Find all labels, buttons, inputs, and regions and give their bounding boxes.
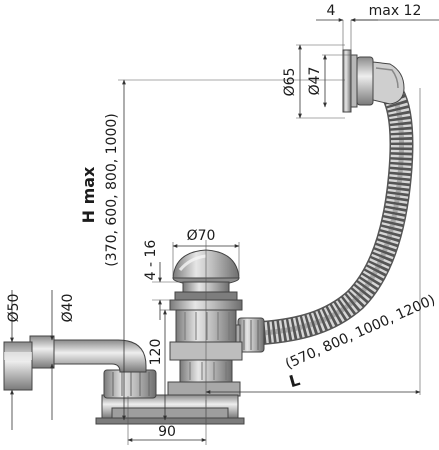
dia-50-label: Ø50 xyxy=(6,294,22,323)
h-max-title: H max xyxy=(79,166,98,223)
height-120-label: 120 xyxy=(148,339,164,366)
l-title: L xyxy=(287,370,302,391)
dia-65-label: Ø65 xyxy=(282,68,298,97)
overflow-head xyxy=(342,49,405,113)
dia-70-label: Ø70 xyxy=(187,228,216,244)
offset-4-label: 4 xyxy=(327,3,336,19)
dia-40-label: Ø40 xyxy=(60,294,76,323)
width-90-label: 90 xyxy=(158,424,176,440)
range-4-16-label: 4 - 16 xyxy=(143,240,159,281)
corrugated-hose xyxy=(260,79,414,345)
drain-valve xyxy=(167,249,243,397)
dimension-lines xyxy=(10,18,439,445)
h-max-values: (370, 600, 800, 1000) xyxy=(104,113,120,266)
max-12-label: max 12 xyxy=(369,3,422,19)
trap-base xyxy=(95,394,245,425)
dia-47-label: Ø47 xyxy=(307,67,323,96)
trap-union-nut xyxy=(103,369,157,399)
